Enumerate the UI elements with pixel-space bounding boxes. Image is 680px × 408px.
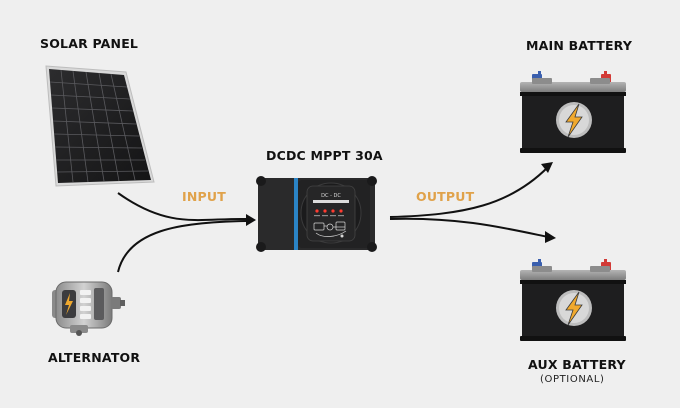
device-screen-title: DC - DC <box>321 193 341 199</box>
lightning-bolt-icon <box>565 291 583 326</box>
led-indicator <box>339 209 343 213</box>
charger-device-icon: DC - DC <box>256 176 377 252</box>
output-wires <box>389 162 556 243</box>
aux-battery-label: AUX BATTERY <box>528 357 626 372</box>
led-indicator <box>331 209 335 213</box>
input-wires <box>117 192 256 273</box>
output-label: OUTPUT <box>416 189 475 204</box>
device-label: DCDC MPPT 30A <box>266 148 383 163</box>
solar-panel-label: SOLAR PANEL <box>40 36 139 51</box>
led-indicator <box>323 209 327 213</box>
alternator-icon <box>52 281 125 336</box>
solar-panel-icon <box>45 65 155 187</box>
alternator-label: ALTERNATOR <box>48 350 141 365</box>
aux-battery-optional-note: (OPTIONAL) <box>540 374 605 385</box>
lightning-bolt-icon <box>565 103 583 138</box>
aux-battery-icon <box>520 259 626 341</box>
main-battery-label: MAIN BATTERY <box>526 38 633 53</box>
led-indicator <box>315 209 319 213</box>
main-battery-icon <box>520 71 626 153</box>
input-label: INPUT <box>182 189 226 204</box>
